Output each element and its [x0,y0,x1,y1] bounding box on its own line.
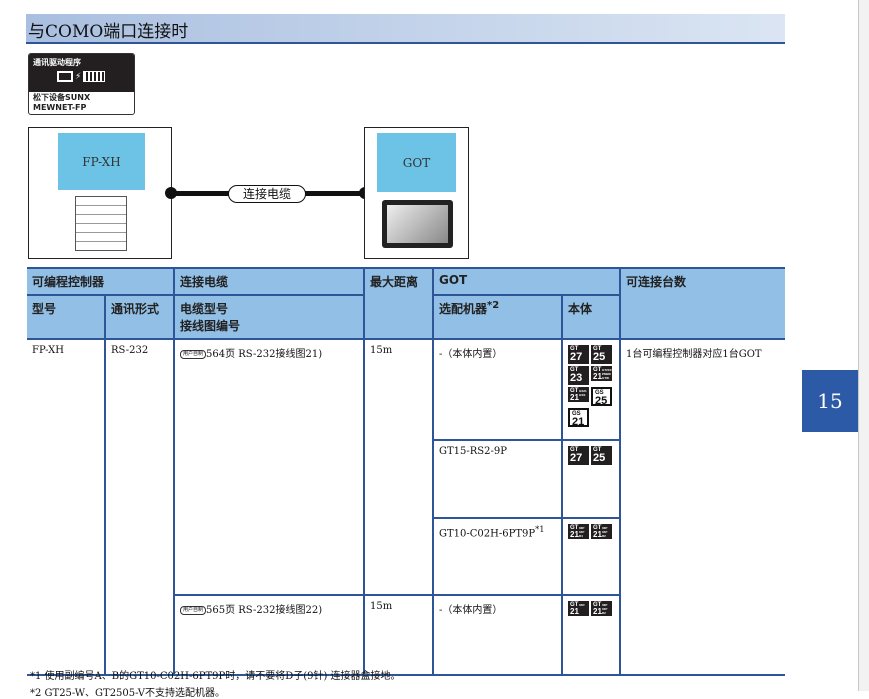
driver-maker: 松下设备SUNX [33,93,91,102]
header-comm: 通讯形式 [104,294,175,340]
plc-device-icon [75,196,127,251]
cell-count: 1台可编程控制器对应1台GOT [619,338,785,676]
section-title: 与COMO端口连接时 [26,14,785,44]
header-cable: 连接电缆 [173,267,365,296]
got-screen-icon [382,200,453,248]
header-option: 选配机器 [439,302,488,316]
cell-option: -（本体内置） [439,605,503,616]
header-count: 可连接台数 [619,267,785,340]
footnote-1: *1 使用副编号A、B的GT10-C02H-6PT9P时，请不要将D子(9针) … [30,671,401,682]
plc-label: FP-XH [58,133,145,190]
chapter-tab[interactable]: 15 [802,370,858,432]
user-made-ref-icon: 用户自制 [180,350,207,359]
connection-table: 可编程控制器 连接电缆 最大距离 GOT 可连接台数 型号 通讯形式 电缆型号接… [27,267,785,676]
cell-distance: 15m [363,338,434,596]
driver-header: 通讯驱动程序 [33,58,81,67]
cell-option: GT15-RS2-9P [439,446,507,457]
cell-comm: RS-232 [104,338,175,676]
connector-dot [165,187,177,199]
cell-distance: 15m [363,594,434,676]
cable-wiring-link[interactable]: 564页 RS-232接线图21) [206,349,323,360]
cell-option: -（本体内置） [439,349,503,360]
page-edge [858,0,869,691]
header-body: 本体 [561,294,620,340]
connection-icon: ⚡ [57,71,130,82]
header-option-note: *2 [487,300,500,311]
cell-model: FP-XH [27,338,106,676]
driver-protocol: MEWNET-FP [33,103,87,112]
cell-option: GT10-C02H-6PT9P [439,528,536,540]
cable-label: 连接电缆 [228,185,306,203]
cable-wiring-link[interactable]: 565页 RS-232接线图22) [206,605,323,616]
header-wiring: 接线图编号 [180,319,241,333]
footnote-2: *2 GT25-W、GT2505-V不支持选配机器。 [30,688,226,699]
header-distance: 最大距离 [363,267,434,340]
header-plc: 可编程控制器 [27,267,175,296]
got-label: GOT [377,133,456,192]
plc-box: FP-XH [28,127,172,259]
option-note: *1 [535,524,545,534]
header-model: 型号 [27,294,106,340]
header-cable-model: 电缆型号 [180,302,229,316]
got-box: GOT [364,127,469,259]
header-got: GOT [432,267,621,296]
user-made-ref-icon: 用户自制 [180,606,207,615]
